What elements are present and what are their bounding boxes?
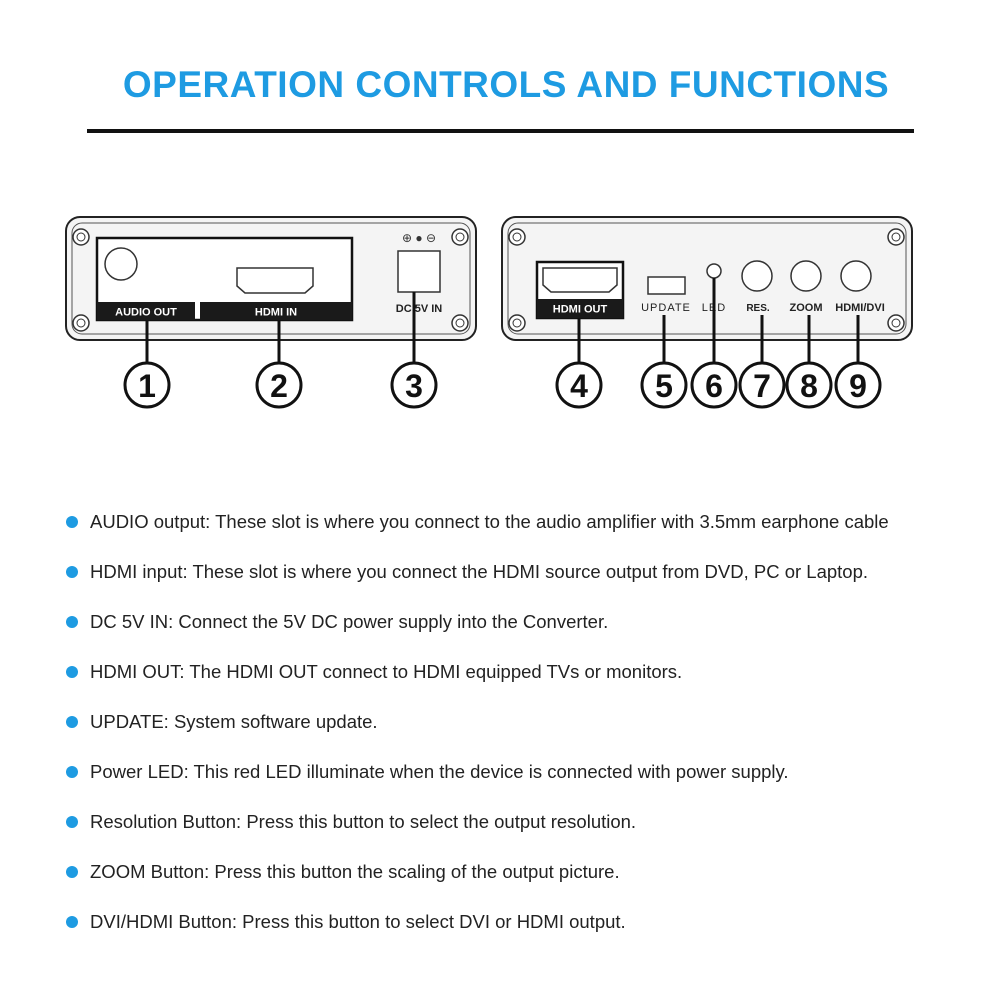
list-item-text: DVI/HDMI Button: Press this button to se… [90, 911, 626, 932]
audio-out-label: AUDIO OUT [115, 307, 177, 319]
audio-jack-icon [104, 247, 138, 281]
list-item-text: Resolution Button: Press this button to … [90, 811, 637, 832]
list-item-text: ZOOM Button: Press this button the scali… [90, 861, 620, 882]
callout-4: 4 [555, 361, 603, 409]
list-item: HDMI OUT: The HDMI OUT connect to HDMI e… [66, 647, 682, 697]
hdmi-port-icon [542, 267, 618, 293]
zoom-button-icon [790, 260, 822, 292]
update-label: UPDATE [641, 302, 691, 314]
callout-6: 6 [690, 361, 738, 409]
list-item-text: UPDATE: System software update. [90, 711, 378, 732]
page-title: OPERATION CONTROLS AND FUNCTIONS [122, 64, 890, 105]
list-item-text: HDMI OUT: The HDMI OUT connect to HDMI e… [90, 661, 683, 682]
callout-number: 7 [753, 368, 771, 404]
bullet-dot-icon [66, 666, 78, 678]
callout-number: 9 [849, 368, 867, 404]
list-item: Power LED: This red LED illuminate when … [66, 747, 789, 797]
bullet-dot-icon [66, 616, 78, 628]
hdmi-port-icon [236, 267, 314, 294]
list-item: DC 5V IN: Connect the 5V DC power supply… [66, 597, 608, 647]
right-panel: HDMI OUT UPDATE LED RES. ZOOM HDMI/DVI [501, 216, 913, 341]
callout-leaders [145, 278, 860, 366]
list-item: ZOOM Button: Press this button the scali… [66, 847, 620, 897]
callout-3: 3 [390, 361, 438, 409]
device-panels-diagram: AUDIO OUT HDMI IN ⊕ ● ⊖ DC 5V IN HDMI OU… [65, 216, 913, 409]
screw-icon [887, 228, 905, 246]
res-button-icon [741, 260, 773, 292]
bullet-dot-icon [66, 566, 78, 578]
callout-1: 1 [123, 361, 171, 409]
polarity-icon: ⊕ ● ⊖ [402, 231, 436, 245]
callout-2: 2 [255, 361, 303, 409]
bullet-dot-icon [66, 516, 78, 528]
hdmi-dvi-button-icon [840, 260, 872, 292]
list-item-text: DC 5V IN: Connect the 5V DC power supply… [90, 611, 609, 632]
list-item-text: AUDIO output: These slot is where you co… [90, 511, 889, 532]
list-item: UPDATE: System software update. [66, 697, 378, 747]
callout-number: 5 [655, 368, 673, 404]
screw-icon [887, 314, 905, 332]
screw-icon [508, 314, 526, 332]
list-item-text: HDMI input: These slot is where you conn… [90, 561, 869, 582]
bullet-dot-icon [66, 916, 78, 928]
callout-number: 4 [570, 368, 588, 404]
bullet-dot-icon [66, 766, 78, 778]
callout-number: 8 [800, 368, 818, 404]
callout-5: 5 [640, 361, 688, 409]
res-label: RES. [746, 303, 770, 314]
led-icon [706, 263, 722, 279]
dc-5v-in-label: DC 5V IN [396, 303, 443, 315]
left-panel: AUDIO OUT HDMI IN ⊕ ● ⊖ DC 5V IN [65, 216, 477, 341]
hdmi-in-label: HDMI IN [255, 307, 297, 319]
bullet-dot-icon [66, 816, 78, 828]
list-item: HDMI input: These slot is where you conn… [66, 547, 868, 597]
screw-icon [451, 314, 469, 332]
title-divider [87, 129, 914, 133]
screw-icon [72, 314, 90, 332]
screw-icon [508, 228, 526, 246]
zoom-label: ZOOM [790, 302, 823, 314]
hdmi-out-label: HDMI OUT [553, 304, 608, 316]
callout-7: 7 [738, 361, 786, 409]
list-item: DVI/HDMI Button: Press this button to se… [66, 897, 626, 947]
hdmi-dvi-label: HDMI/DVI [835, 302, 885, 314]
list-item: AUDIO output: These slot is where you co… [66, 497, 889, 547]
screw-icon [451, 228, 469, 246]
callout-9: 9 [834, 361, 882, 409]
screw-icon [72, 228, 90, 246]
callout-number: 3 [405, 368, 423, 404]
callout-number: 6 [705, 368, 723, 404]
list-item: Resolution Button: Press this button to … [66, 797, 636, 847]
dc-jack-icon [397, 250, 441, 293]
callout-number: 1 [138, 368, 156, 404]
callout-number: 2 [270, 368, 288, 404]
callout-8: 8 [785, 361, 833, 409]
bullet-dot-icon [66, 866, 78, 878]
bullet-dot-icon [66, 716, 78, 728]
list-item-text: Power LED: This red LED illuminate when … [90, 761, 789, 782]
update-port-icon [647, 276, 686, 295]
